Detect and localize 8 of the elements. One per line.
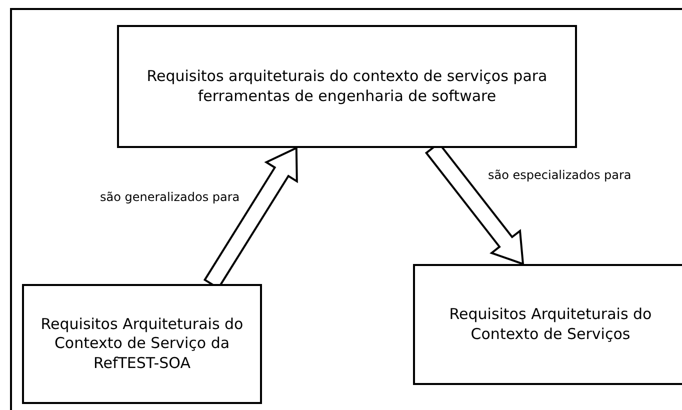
text-box bbox=[413, 264, 682, 385]
edge-label: são generalizados para bbox=[100, 190, 240, 204]
box-text: Requisitos Arquiteturais do Contexto de Serviços bbox=[448, 305, 653, 344]
edge-label: são especializados para bbox=[488, 168, 632, 182]
text-box bbox=[117, 25, 577, 148]
box-text: Requisitos Arquiteturais do Contexto de Serviço da RefTEST-SOA bbox=[40, 314, 244, 374]
text-box bbox=[22, 284, 262, 404]
box-text: Requisitos arquiteturais do contexto de serviços para ferramentas de engenharia de software bbox=[146, 67, 548, 106]
